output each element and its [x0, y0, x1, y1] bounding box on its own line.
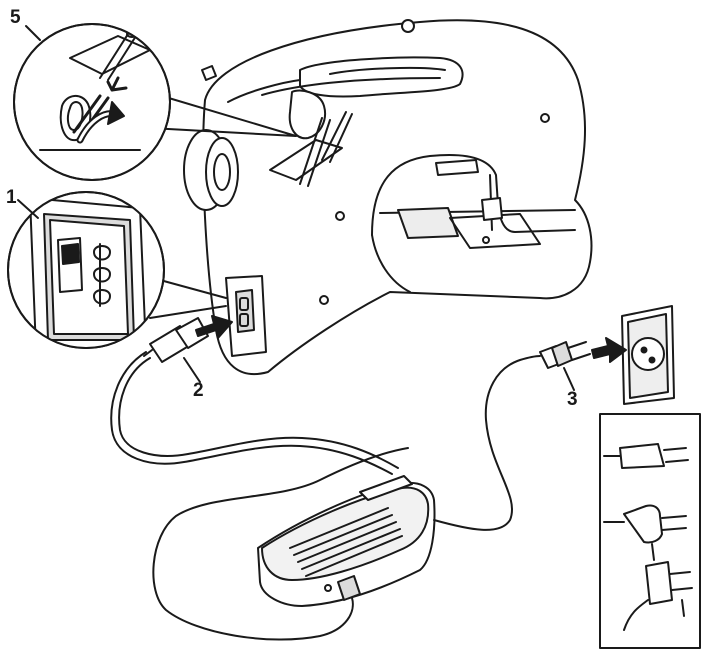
foot-pedal-icon — [152, 447, 436, 641]
power-switch-icon — [7, 191, 227, 349]
insert-arrow-icon — [195, 315, 233, 339]
callout-number-5: 5 — [10, 7, 21, 28]
wall-socket-icon — [591, 305, 675, 405]
callout-number-1: 1 — [6, 187, 17, 208]
callout-number-2: 2 — [193, 380, 204, 401]
machine-plug-icon — [110, 317, 399, 475]
sewing-machine-icon — [183, 19, 593, 376]
spool-pin-icon — [13, 23, 297, 181]
mains-plug-icon — [433, 341, 591, 531]
plug-variant-icon — [599, 413, 701, 649]
callout-number-3: 3 — [567, 389, 578, 410]
